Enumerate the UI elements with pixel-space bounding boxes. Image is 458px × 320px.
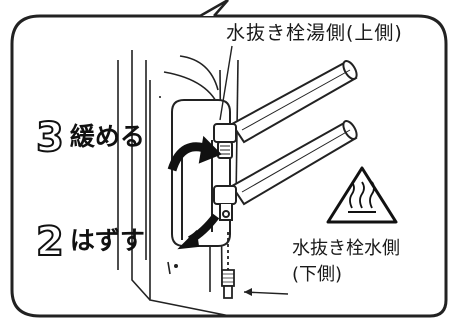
callout-tail <box>199 0 229 18</box>
bracket-plate <box>171 99 231 247</box>
hot-side-label: 水抜き栓湯側(上側) <box>226 22 403 44</box>
cold-label-arrowhead <box>244 288 252 296</box>
cold-side-label: 水抜き栓水側 <box>292 238 400 259</box>
cold-drain-plug <box>213 185 237 221</box>
small-mark <box>167 261 171 275</box>
step-number: 2 <box>35 219 65 265</box>
callout-frame <box>10 14 448 318</box>
screw-dot <box>174 264 178 268</box>
loosen-arrow <box>167 135 222 172</box>
hot-warning-icon <box>326 166 398 224</box>
hot-drain-plug <box>213 123 237 159</box>
remove-arrow <box>177 213 220 250</box>
cold-side-sublabel: (下側) <box>292 264 343 285</box>
hot-label-leader <box>219 45 233 121</box>
removed-plug <box>221 232 235 299</box>
hot-pipe <box>230 59 358 144</box>
step-text: 緩める <box>69 122 145 151</box>
step-number: 3 <box>35 115 65 161</box>
step-text: はずす <box>69 226 145 255</box>
cold-pipe <box>230 119 358 206</box>
